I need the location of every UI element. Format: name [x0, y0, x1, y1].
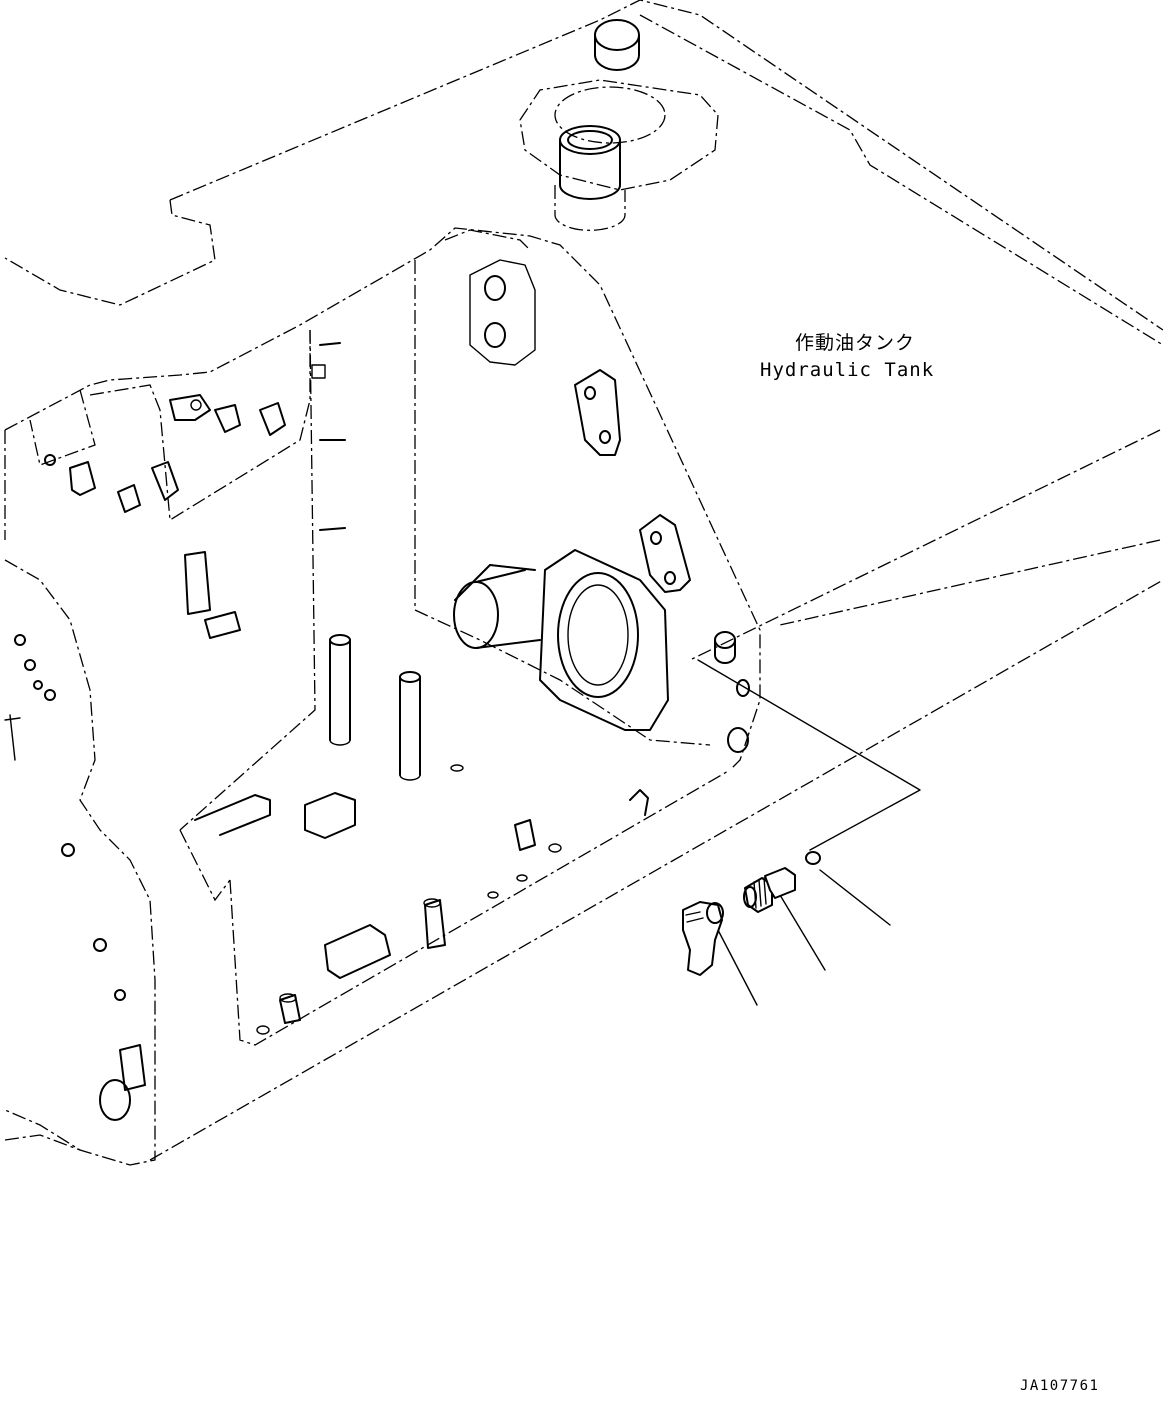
threaded-fitting-icon — [743, 867, 796, 913]
floor-components — [194, 631, 750, 1035]
upper-plate — [444, 229, 536, 366]
o-ring-icon — [805, 851, 821, 865]
side-brackets — [574, 369, 691, 593]
pipe-flange — [453, 549, 669, 731]
leader-lines — [697, 659, 921, 1006]
drawing-number: JA107761 — [1020, 1378, 1100, 1394]
left-components — [69, 342, 346, 639]
left-side-holes — [4, 454, 146, 1121]
hydraulic-tank-label-en: Hydraulic Tank — [760, 359, 935, 381]
hydraulic-tank-label-jp: 作動油タンク — [795, 332, 916, 354]
frame-outline — [4, 0, 1163, 1166]
filler-flange — [519, 19, 719, 231]
vertical-posts — [329, 634, 464, 781]
bracket-clip-icon — [682, 901, 724, 976]
